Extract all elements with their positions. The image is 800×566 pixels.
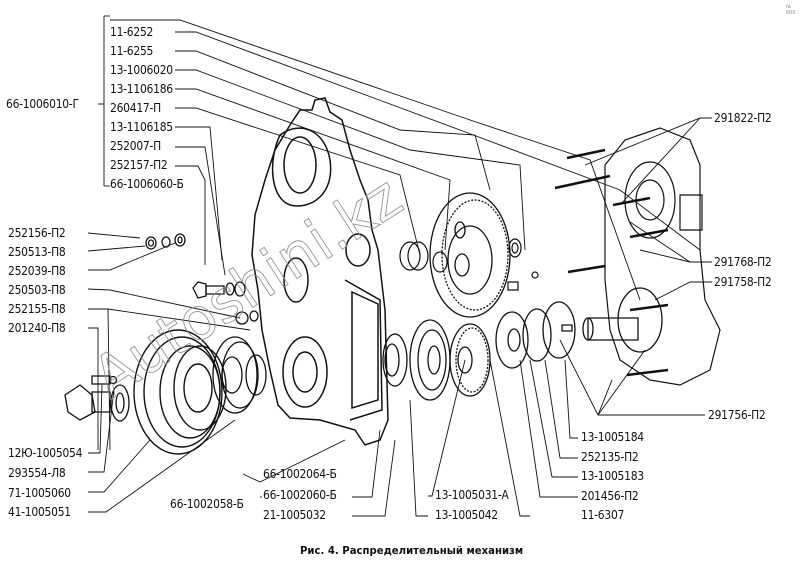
- crankshaft-pulley: [134, 330, 226, 454]
- label-right-item: 291768-П2: [714, 254, 772, 269]
- engine-block: [605, 128, 720, 385]
- label-group-item: 66-1006060-Б: [110, 176, 184, 191]
- label-group-item: 11-6255: [110, 43, 154, 58]
- timing-cover: [252, 98, 388, 445]
- leader-lines-bottom: [243, 340, 705, 516]
- label-left-item: 250513-П8: [8, 244, 66, 259]
- label-crank-gear: 13-1005031-А: [435, 487, 509, 502]
- label-sub-item: 21-1005032: [263, 507, 326, 522]
- leader-lines-left: [88, 233, 250, 512]
- watermark-text: Autoshini.kz: [81, 162, 414, 411]
- oil-deflector: [410, 320, 450, 400]
- cover-bolt: [193, 282, 245, 298]
- cover-seal: [383, 334, 407, 386]
- label-bottom-left-item: 71-1005060: [8, 485, 71, 500]
- label-left-item: 201240-П8: [8, 320, 66, 335]
- label-bottom-right-item: 13-1005184: [581, 429, 644, 444]
- thrust-flange: [400, 242, 447, 272]
- label-key: 11-6307: [581, 507, 625, 522]
- leader-lines-group: [98, 16, 700, 300]
- label-left-item: 252155-П8: [8, 301, 66, 316]
- watermark: Autoshini.kz: [80, 162, 414, 412]
- label-left-item: 252156-П2: [8, 225, 66, 240]
- thrust-washers: [496, 302, 575, 368]
- label-group-item: 260417-П: [110, 100, 161, 115]
- label-cover-gasket: 66-1002064-Б: [263, 466, 337, 481]
- small-washers: [146, 234, 258, 324]
- label-group-item: 13-1106186: [110, 81, 173, 96]
- crankshaft-gear: [450, 324, 490, 396]
- figure-caption: Рис. 4. Распределительный механизм: [300, 544, 524, 557]
- leader-lines-right: [585, 118, 712, 300]
- pulley-hub: [213, 337, 266, 413]
- label-bottom-left-item: 12Ю-1005054: [8, 445, 83, 460]
- page-mark: № 000: [786, 4, 796, 16]
- label-group-item: 252007-П: [110, 138, 161, 153]
- label-group-item: 13-1106185: [110, 119, 173, 134]
- camshaft-end: [583, 288, 662, 352]
- label-sub-item: 66-1002060-Б: [263, 487, 337, 502]
- label-bottom-right-item: 201456-П2: [581, 488, 639, 503]
- label-group-item: 11-6252: [110, 24, 154, 39]
- label-sub-assembly: 66-1002058-Б: [170, 496, 244, 511]
- camshaft-gear: [430, 193, 510, 317]
- label-oil-deflector: 13-1005042: [435, 507, 498, 522]
- label-left-item: 250503-П8: [8, 282, 66, 297]
- label-bottom-left-item: 41-1005051: [8, 504, 71, 519]
- bolt-washer: [508, 239, 538, 290]
- label-group-item: 13-1006020: [110, 62, 173, 77]
- label-left-item: 252039-П8: [8, 263, 66, 278]
- label-group-item: 252157-П2: [110, 157, 168, 172]
- label-bottom-right-item: 13-1005183: [581, 468, 644, 483]
- label-right-item: 291756-П2: [708, 407, 766, 422]
- label-right-item: 291822-П2: [714, 110, 772, 125]
- label-bottom-left-item: 293554-Л8: [8, 465, 66, 480]
- label-right-item: 291758-П2: [714, 274, 772, 289]
- label-bottom-right-item: 252135-П2: [581, 449, 639, 464]
- label-assembly-group: 66-1006010-Г: [6, 96, 79, 111]
- ratchet-nut: [65, 376, 129, 421]
- studs: [555, 150, 668, 375]
